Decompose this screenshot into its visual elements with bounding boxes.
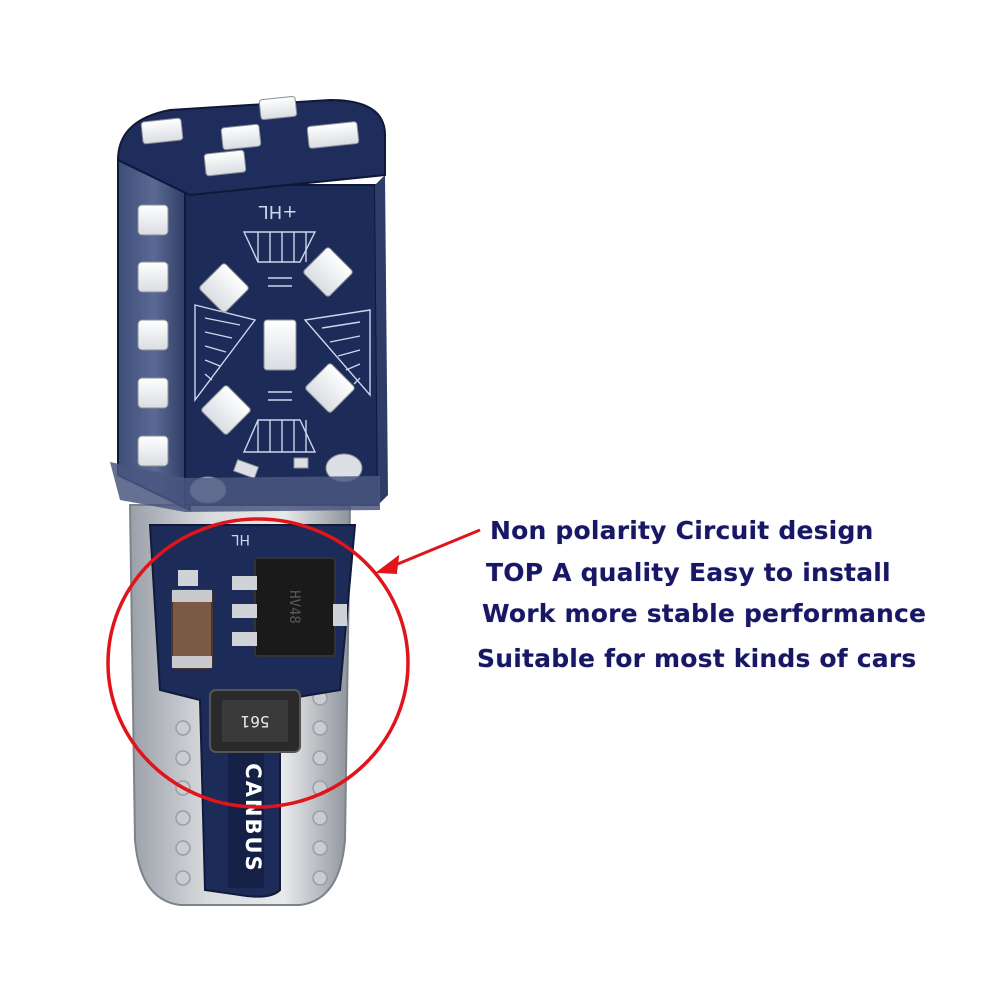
top-leds <box>140 95 360 177</box>
callout-circle <box>106 517 410 809</box>
resistor-code: 561 <box>241 712 270 731</box>
feature-top-a-quality: TOP A quality <box>486 558 680 587</box>
body-collar <box>110 462 380 512</box>
callout-arrow-line <box>387 528 481 570</box>
feature-easy-install: Easy to install <box>688 558 891 587</box>
side-led-row <box>137 204 169 467</box>
feature-non-polarity: Non polarity <box>490 516 667 545</box>
front-leds <box>199 247 355 435</box>
ic-chip-code: HV48 <box>286 590 302 624</box>
base-contact-dots <box>175 690 328 886</box>
canbus-strip <box>228 748 264 888</box>
feature-line-stable: Work more stable performance <box>482 599 927 628</box>
feature-line-polarity: Non polarity Circuit design <box>490 516 874 545</box>
callout-arrow-head <box>375 554 400 575</box>
canbus-label: CANBUS <box>241 763 265 872</box>
feature-line-cars: Suitable for most kinds of cars <box>477 644 917 673</box>
pcb-silk-mid: HL <box>231 531 250 547</box>
top-cap-pcb <box>116 98 386 197</box>
feature-line-quality: TOP A quality Easy to install <box>486 558 891 587</box>
pcb-silk-top: +HL <box>259 201 298 222</box>
feature-circuit-design: Circuit design <box>675 516 874 545</box>
pcb-silk-pattern <box>194 231 371 453</box>
